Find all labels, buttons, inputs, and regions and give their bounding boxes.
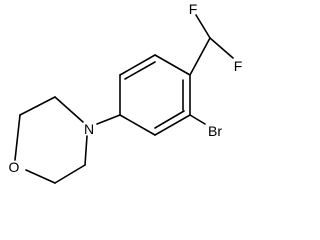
fluorine-label-2: F [234, 58, 243, 74]
bond-ring-to-chf2 [189, 37, 211, 76]
ring-bond-c3-c4 [119, 114, 156, 136]
ring-bond-c4-c5 [154, 114, 191, 136]
ring-bond-c6-c1 [154, 54, 191, 76]
bond-ring-to-br [189, 114, 206, 125]
difluoromethyl-group: F F [189, 1, 243, 76]
morpholine-bond-c2-o [14, 114, 21, 161]
bond-c-f1 [195, 14, 211, 39]
ring-double-bond-inner-2 [154, 110, 185, 129]
morpholine-bond-o-c3 [25, 169, 56, 184]
bromine-label: Br [208, 123, 222, 139]
ring-double-bond-inner-1 [124, 61, 156, 80]
bromine-substituent: Br [189, 114, 222, 139]
bond-ring-to-n [96, 114, 121, 125]
chemical-structure: F F Br N O [9, 1, 243, 184]
morpholine-ring: N O [9, 96, 121, 184]
morpholine-bond-c3-c4 [54, 164, 86, 184]
bond-c-f2 [209, 37, 234, 59]
morpholine-bond-c4-n [84, 135, 88, 166]
benzene-ring [119, 54, 191, 136]
morpholine-bond-c1-c2 [19, 96, 56, 116]
morpholine-bond-n-c1 [54, 96, 84, 123]
fluorine-label-1: F [189, 1, 198, 17]
ring-bond-c1-c2 [119, 54, 156, 76]
nitrogen-label: N [84, 121, 94, 137]
oxygen-label: O [9, 159, 20, 175]
